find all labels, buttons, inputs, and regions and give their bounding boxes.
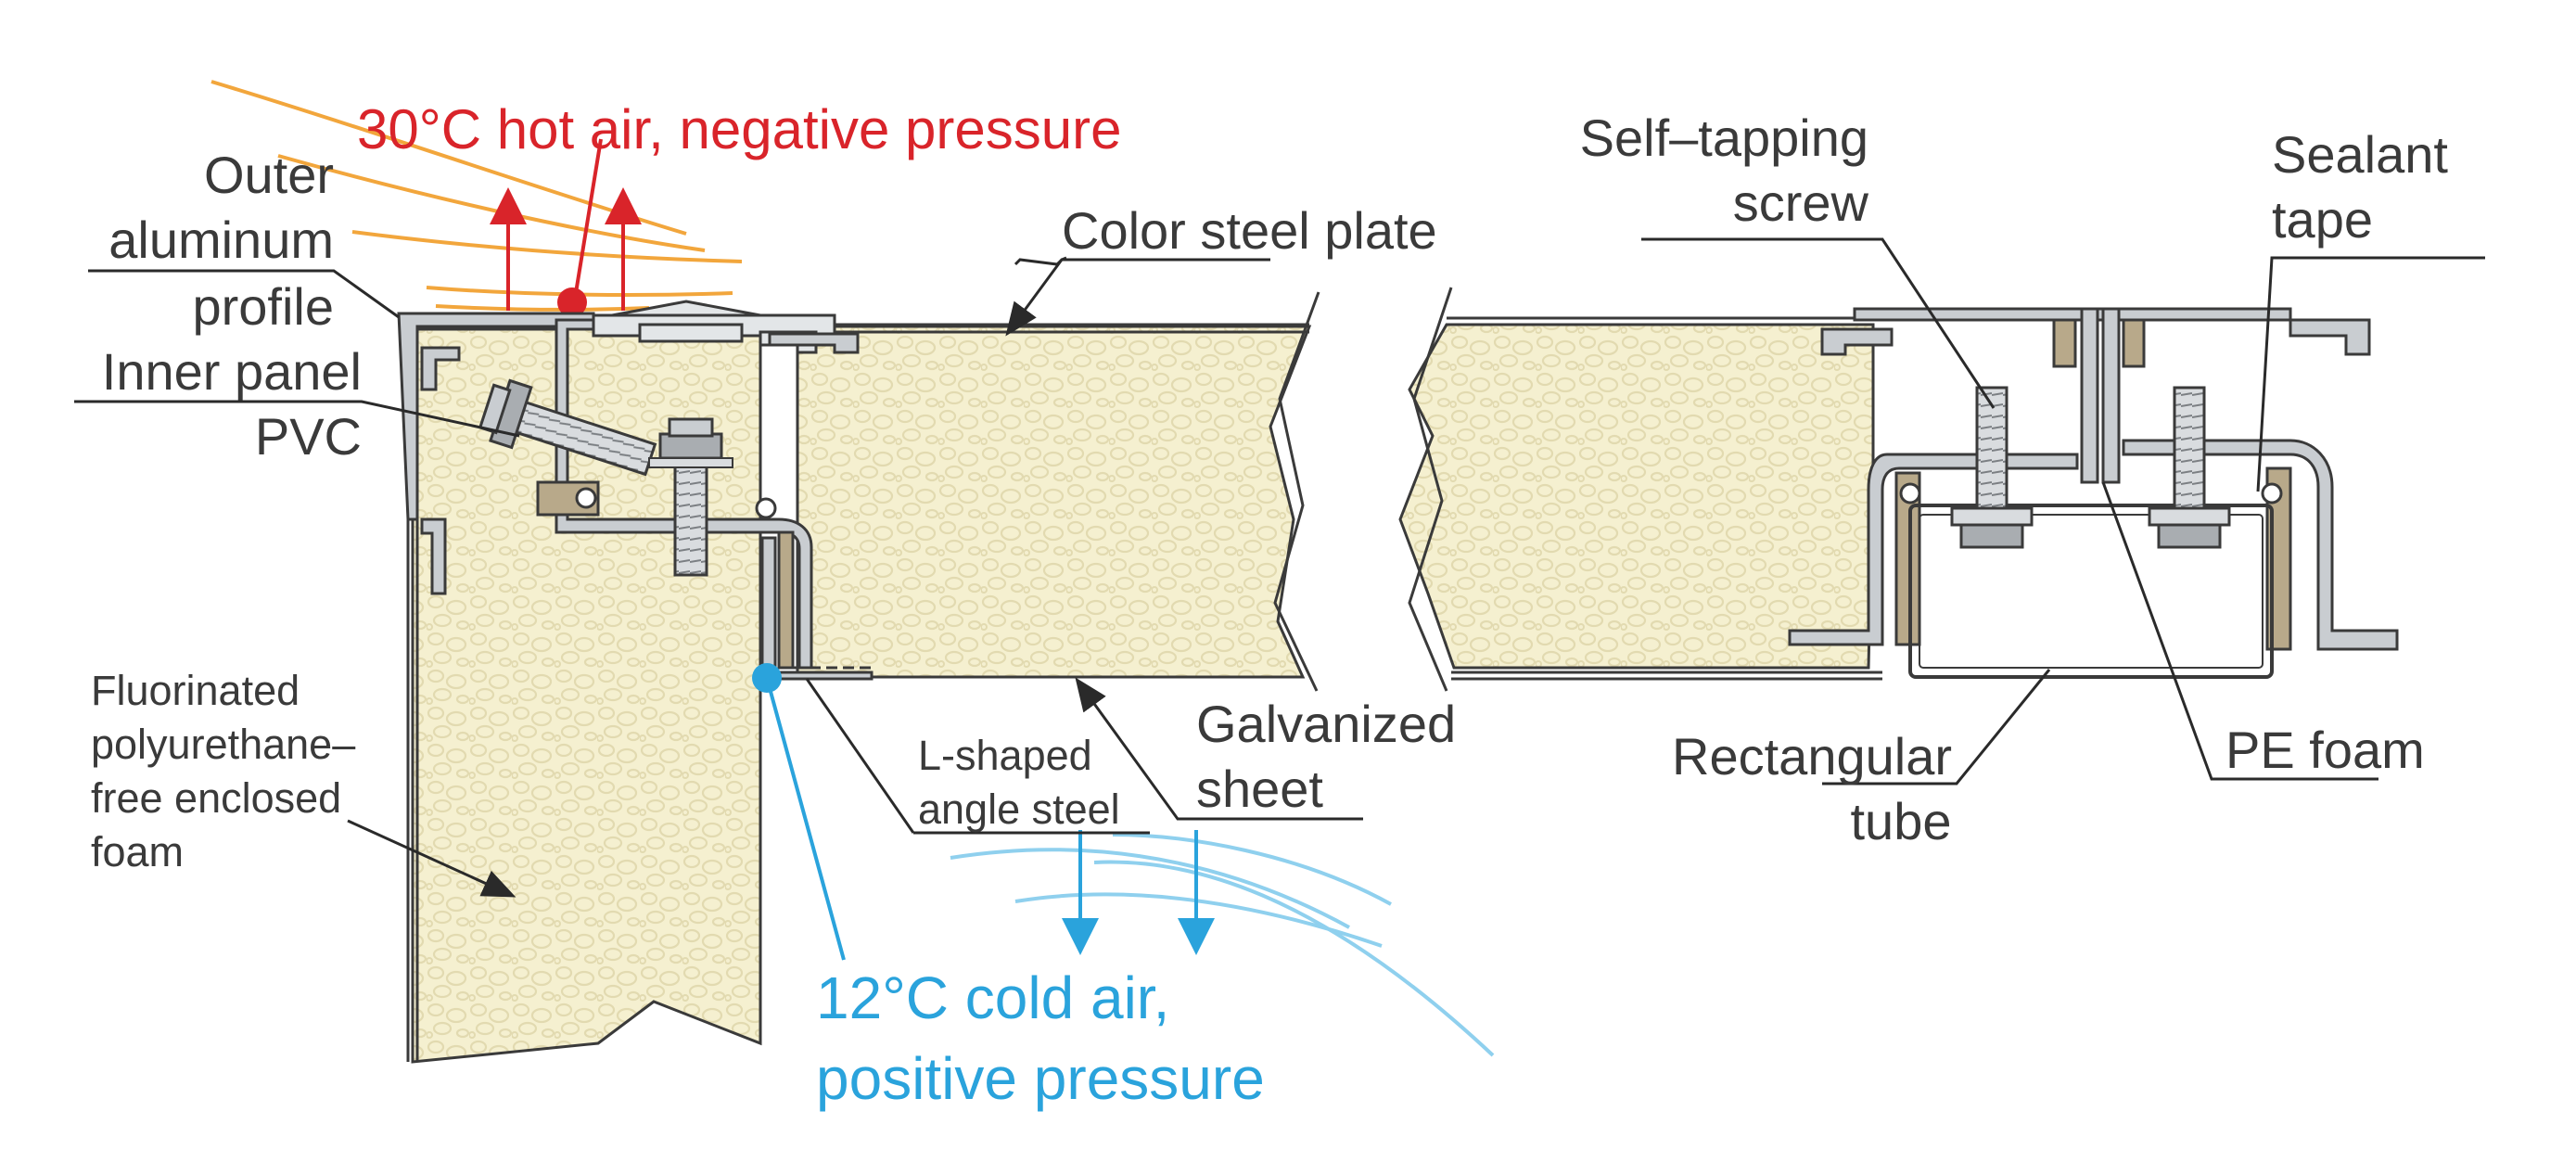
screw-label-2: screw (1733, 173, 1869, 232)
hot-air-arrows (490, 187, 642, 311)
galvanized-label-2: sheet (1196, 760, 1323, 818)
rectangular-tube (1908, 504, 2274, 679)
sealant-label-2: tape (2272, 190, 2373, 249)
cold-air-arrows (1062, 830, 1215, 955)
hot-air-leader (573, 138, 603, 300)
inner-panel-label-1: Inner panel (102, 342, 362, 401)
sealant-label-1: Sealant (2272, 125, 2448, 184)
leader-lines (74, 237, 2485, 898)
vertical-bolt-left (648, 417, 733, 577)
labels: 30°C hot air, negative pressure Outer al… (91, 98, 2448, 1112)
vertical-bolt-right-2 (2148, 386, 2231, 549)
foam-label-4: foam (91, 828, 184, 875)
rect-tube-label-2: tube (1851, 792, 1952, 850)
cold-air-label-2: positive pressure (816, 1045, 1265, 1112)
outer-profile-label-3: profile (192, 277, 334, 336)
foam-label-2: polyurethane– (91, 721, 355, 768)
cold-air-label-1: 12°C cold air, (816, 964, 1169, 1031)
outer-profile-label-1: Outer (204, 146, 334, 204)
pe-foam-label: PE foam (2225, 721, 2425, 779)
top-cap (611, 300, 860, 354)
galvanized-label-1: Galvanized (1196, 695, 1456, 753)
angle-steel-label-2: angle steel (918, 785, 1120, 833)
foam-label-3: free enclosed (91, 774, 341, 822)
foam-label-1: Fluorinated (91, 667, 300, 714)
hot-air-label: 30°C hot air, negative pressure (357, 98, 1121, 160)
inner-panel-label-2: PVC (255, 407, 362, 466)
rect-tube-label-1: Rectangular (1672, 727, 1952, 785)
outer-profile-label-2: aluminum (108, 211, 334, 269)
hot-air-point (557, 287, 587, 317)
screw-label-1: Self–tapping (1580, 109, 1868, 167)
angle-steel-label-1: L-shaped (918, 732, 1092, 779)
cold-air-streams (950, 833, 1495, 1057)
cold-air-leader (765, 677, 846, 961)
right-joint-top-profile (1820, 307, 2371, 484)
break-lines (1273, 287, 1453, 692)
right-panel-foam (1398, 323, 1875, 670)
color-steel-label: Color steel plate (1062, 201, 1437, 260)
